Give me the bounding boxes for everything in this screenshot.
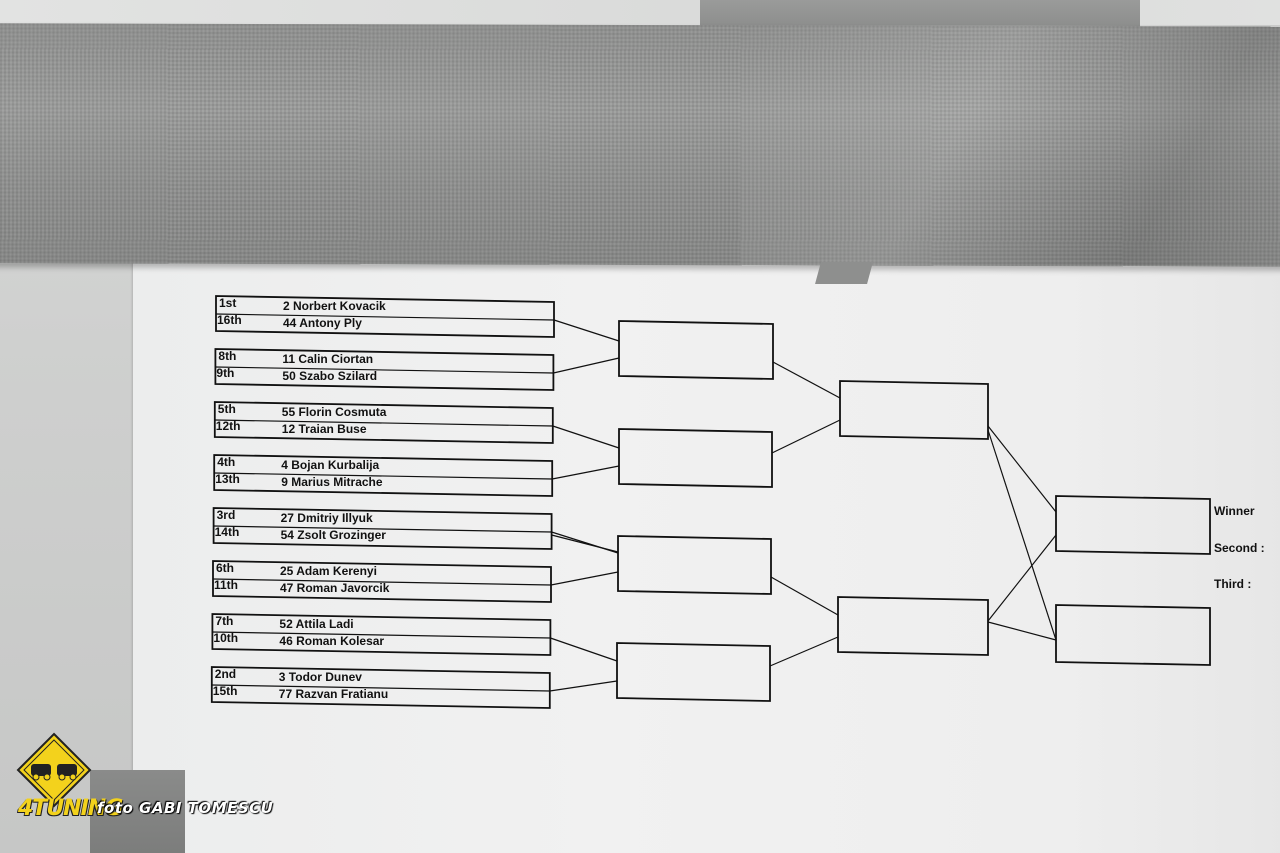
driver-name: 11 Calin Ciortan xyxy=(282,352,373,366)
empty-result-box xyxy=(837,596,989,656)
pairing-divider xyxy=(211,684,550,692)
quarterfinal-boxes xyxy=(616,320,774,702)
connector-line xyxy=(770,576,839,616)
driver-name: 47 Roman Javorcik xyxy=(280,581,390,595)
connector-line xyxy=(550,571,619,586)
seed-label: 7th xyxy=(215,614,233,628)
empty-result-box xyxy=(1055,495,1211,555)
empty-result-box xyxy=(618,428,773,488)
pairing-divider xyxy=(212,578,552,586)
pairing-box: 6th 25 Adam Kerenyi 11th 47 Roman Javorcik xyxy=(212,560,552,603)
connector-line xyxy=(987,534,1057,622)
driver-name: 9 Marius Mitrache xyxy=(281,475,383,489)
pairing-box: 5th 55 Florin Cosmuta 12th 12 Traian Buse xyxy=(213,401,554,444)
seed-label: 3rd xyxy=(217,508,236,522)
pairing-divider xyxy=(215,313,555,321)
connector-line xyxy=(772,361,841,399)
final-boxes xyxy=(1055,495,1211,666)
driver-name: 54 Zsolt Grozinger xyxy=(281,528,387,542)
connector-line xyxy=(553,319,620,342)
driver-name: 12 Traian Buse xyxy=(282,422,367,436)
empty-result-box xyxy=(1055,604,1211,666)
seed-label: 14th xyxy=(215,525,240,539)
pairing-box: 2nd 3 Todor Dunev 15th 77 Razvan Fratianu xyxy=(210,666,551,709)
duct-tape-corner xyxy=(90,770,185,853)
connector-line xyxy=(551,534,619,553)
empty-result-box xyxy=(839,380,989,440)
duct-tape-fold-highlight xyxy=(740,25,1280,265)
seed-label: 8th xyxy=(218,349,236,363)
connector-line xyxy=(987,621,1057,641)
4tuning-logo-icon xyxy=(16,732,92,808)
connector-line xyxy=(550,637,618,662)
connector-line xyxy=(769,636,839,667)
driver-name: 52 Attila Ladi xyxy=(279,617,353,631)
seed-label: 12th xyxy=(216,419,241,433)
connector-line xyxy=(552,465,620,480)
pairing-box: 1st 2 Norbert Kovacik 16th 44 Antony Ply xyxy=(215,295,555,338)
seed-label: 2nd xyxy=(215,667,236,681)
seed-label: 4th xyxy=(217,455,235,469)
brand-wordmark: 4TUNING xyxy=(18,796,123,821)
pairing-box: 8th 11 Calin Ciortan 9th 50 Szabo Szilard xyxy=(214,348,555,391)
driver-name: 77 Razvan Fratianu xyxy=(279,687,388,701)
pairing-border xyxy=(213,401,554,444)
pairing-divider xyxy=(212,631,551,639)
pairing-box: 3rd 27 Dmitriy Illyuk 14th 54 Zsolt Grozing… xyxy=(212,507,553,550)
driver-name: 27 Dmitriy Illyuk xyxy=(281,511,373,525)
empty-result-box xyxy=(616,642,771,702)
pairing-divider xyxy=(214,419,553,427)
photo-credit: foto GABI TOMESCU xyxy=(97,799,274,817)
pairing-divider xyxy=(214,472,553,480)
driver-name: 25 Adam Kerenyi xyxy=(280,564,377,578)
seed-label: 9th xyxy=(216,366,234,380)
connector-line xyxy=(987,425,1057,513)
seed-label: 16th xyxy=(217,313,242,327)
bracket-connectors xyxy=(549,319,1057,692)
pairing-border xyxy=(211,613,552,656)
third-label: Third : xyxy=(1214,577,1251,591)
pairing-divider xyxy=(213,525,552,533)
winner-label: Winner xyxy=(1214,504,1255,518)
pairing-border xyxy=(212,507,553,550)
connector-line xyxy=(987,429,1057,641)
second-label: Second : xyxy=(1214,541,1265,555)
connector-line xyxy=(552,425,620,449)
seed-label: 13th xyxy=(215,472,240,486)
semifinal-boxes xyxy=(837,380,989,656)
pairing-box: 7th 52 Attila Ladi 10th 46 Roman Kolesar xyxy=(211,613,552,656)
bracket-sheet xyxy=(133,262,1280,853)
driver-name: 55 Florin Cosmuta xyxy=(282,405,387,419)
driver-name: 3 Todor Dunev xyxy=(279,670,362,684)
driver-name: 2 Norbert Kovacik xyxy=(283,299,386,313)
seed-label: 10th xyxy=(213,631,238,645)
pairing-box: 4th 4 Bojan Kurbalija 13th 9 Marius Mitrach… xyxy=(213,454,554,497)
seed-label: 11th xyxy=(214,578,238,592)
driver-name: 50 Szabo Szilard xyxy=(282,369,377,383)
driver-name: 44 Antony Ply xyxy=(283,316,362,330)
pairing-border xyxy=(212,560,552,603)
empty-result-box xyxy=(618,320,774,380)
empty-result-box xyxy=(617,535,772,595)
seed-label: 6th xyxy=(216,561,234,575)
seed-label: 1st xyxy=(219,296,236,310)
connector-line xyxy=(549,680,618,692)
connector-line xyxy=(771,419,841,454)
pairing-border xyxy=(214,348,555,391)
pairing-border xyxy=(213,454,554,497)
pairing-divider xyxy=(215,366,554,374)
pairing-border xyxy=(215,295,555,338)
driver-name: 46 Roman Kolesar xyxy=(279,634,384,648)
seed-label: 15th xyxy=(213,684,238,698)
connector-line xyxy=(553,357,620,374)
seed-label: 5th xyxy=(218,402,236,416)
round1-pairings: 1st 2 Norbert Kovacik 16th 44 Antony Ply 8th… xyxy=(210,295,555,709)
driver-name: 4 Bojan Kurbalija xyxy=(281,458,379,472)
pairing-border xyxy=(210,666,551,709)
